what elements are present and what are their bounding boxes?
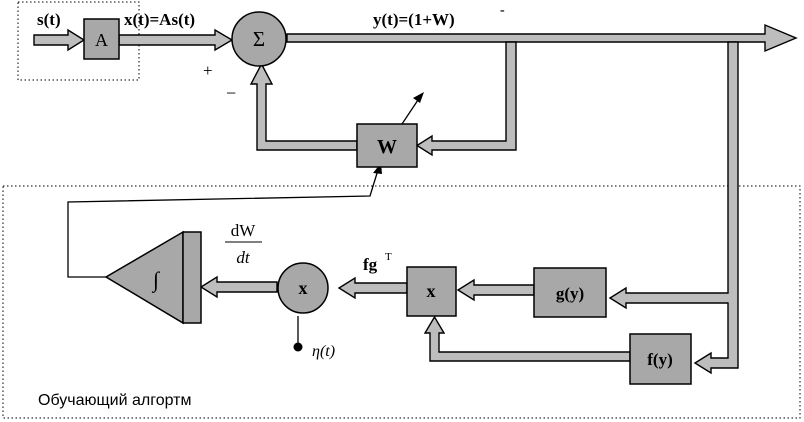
f-to-mult-arrow <box>423 315 631 362</box>
output-bus <box>286 23 798 53</box>
integrator-to-w-wire <box>67 169 379 278</box>
integrator-symbol: ∫ <box>151 267 161 293</box>
weight-label: W <box>377 136 397 158</box>
learning-region-label: Обучающий алгортм <box>38 392 191 409</box>
feedback-tap-arrow <box>415 41 517 157</box>
mixed-signal-label: x(t)=As(t) <box>124 10 195 29</box>
product-label: fg <box>363 255 378 274</box>
derivative-denominator: dt <box>236 248 251 267</box>
summator-circle <box>231 11 287 67</box>
g-to-mult-arrow <box>456 278 535 302</box>
product-superscript: T <box>385 251 392 263</box>
f-label: f(y) <box>647 350 672 369</box>
learning-rate-label: η(t) <box>312 343 335 360</box>
input-arrow <box>33 28 86 52</box>
eta-dot <box>293 342 303 352</box>
output-branch-arrow <box>608 41 739 375</box>
summator-symbol: Σ <box>253 27 265 51</box>
mixed-arrow <box>118 28 234 52</box>
output-signal-label: y(t)=(1+W) <box>373 10 455 29</box>
mixing-label: A <box>95 30 108 50</box>
derivative-arrow <box>199 275 278 299</box>
integrator-body <box>182 231 202 324</box>
g-block <box>533 267 607 318</box>
output-superscript: - <box>500 3 505 18</box>
integrator-triangle <box>104 230 184 325</box>
learning-region-box <box>2 185 801 419</box>
adjust-arrowhead <box>413 92 424 103</box>
minus-sign: − <box>226 83 236 103</box>
product-arrow <box>337 276 408 300</box>
weight-block <box>356 123 418 168</box>
multiplier-circle <box>277 262 329 314</box>
g-label: g(y) <box>556 284 584 303</box>
mixing-block <box>83 18 120 60</box>
derivative-numerator: dW <box>231 221 257 240</box>
multiplier-1-label: x <box>427 281 436 301</box>
input-signal-label: s(t) <box>37 10 61 29</box>
feedback-arrow <box>249 62 358 151</box>
multiplier-block <box>406 266 457 317</box>
plus-sign: + <box>203 61 213 80</box>
multiplier-2-label: x <box>299 278 308 298</box>
f-block <box>629 333 692 385</box>
